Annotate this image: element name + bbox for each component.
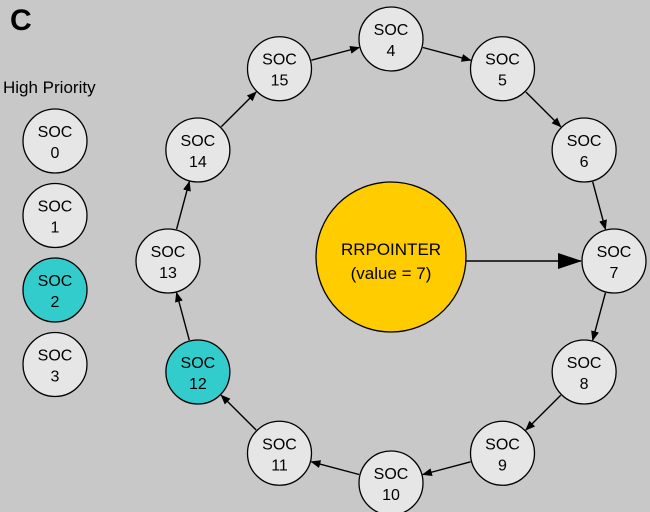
ring-node-4: SOC 4 — [358, 6, 424, 72]
ring-node-10: SOC 10 — [358, 450, 424, 512]
ring-node-11: SOC 11 — [246, 420, 313, 486]
ring-node-14: SOC 14 — [165, 117, 231, 183]
node-circle — [358, 6, 424, 72]
node-label: SOC — [38, 348, 73, 365]
node-circle — [246, 420, 313, 486]
node-circle — [551, 339, 617, 405]
node-label: SOC — [262, 52, 297, 69]
node-circle — [165, 339, 231, 405]
pointer-circle — [315, 181, 467, 333]
ring-arrow — [175, 291, 190, 341]
node-number: 13 — [159, 265, 177, 282]
node-number: 9 — [498, 457, 507, 474]
node-number: 15 — [271, 73, 289, 90]
node-circle — [22, 108, 88, 174]
node-label: SOC — [151, 244, 186, 261]
node-label: SOC — [567, 133, 602, 150]
high-priority-label: High Priority — [3, 78, 96, 97]
ring-node-8: SOC 8 — [551, 339, 617, 405]
pointer-value: (value = 7) — [351, 264, 432, 283]
node-label: SOC — [181, 355, 216, 372]
ring-arrow — [220, 91, 257, 128]
node-circle — [135, 228, 201, 294]
node-number: 8 — [580, 376, 589, 393]
rrpointer: RRPOINTER (value = 7) — [315, 181, 467, 333]
ring-arrow — [421, 461, 471, 477]
node-number: 5 — [498, 73, 507, 90]
node-circle — [165, 117, 231, 183]
node-number: 1 — [51, 220, 60, 237]
priority-node-0: SOC 0 — [22, 108, 88, 174]
priority-node-2: SOC 2 — [22, 257, 88, 323]
ring-arrow — [220, 394, 257, 431]
node-label: SOC — [181, 133, 216, 150]
node-number: 14 — [189, 154, 207, 171]
ring-node-6: SOC 6 — [551, 117, 617, 183]
ring-arrow — [175, 180, 191, 230]
node-label: SOC — [262, 436, 297, 453]
priority-node-3: SOC 3 — [22, 331, 88, 398]
node-circle — [469, 420, 536, 486]
node-circle — [469, 36, 536, 102]
node-number: 2 — [51, 294, 60, 311]
ring-node-13: SOC 13 — [135, 228, 201, 294]
ring-arrow — [591, 292, 607, 342]
node-circle — [581, 228, 647, 294]
node-number: 7 — [610, 265, 619, 282]
ring-node-5: SOC 5 — [469, 36, 536, 102]
pointer-title: RRPOINTER — [341, 240, 441, 259]
node-label: SOC — [374, 466, 409, 483]
node-label: SOC — [374, 22, 409, 39]
node-label: SOC — [485, 436, 520, 453]
ring-node-12: SOC 12 — [165, 339, 231, 405]
node-circle — [246, 36, 313, 102]
node-circle — [358, 450, 424, 512]
node-label: SOC — [485, 52, 520, 69]
node-circle — [551, 117, 617, 183]
node-label: SOC — [567, 355, 602, 372]
ring-node-15: SOC 15 — [246, 36, 313, 102]
node-circle — [22, 182, 88, 249]
node-number: 6 — [580, 154, 589, 171]
node-circle — [22, 257, 88, 323]
ring-arrow — [525, 394, 562, 431]
node-number: 4 — [387, 43, 396, 60]
node-number: 3 — [51, 369, 60, 386]
ring-arrow — [311, 45, 361, 61]
panel-label: C — [10, 4, 32, 37]
ring-arrow — [525, 91, 562, 128]
ring-arrow — [310, 460, 360, 476]
node-number: 10 — [382, 487, 400, 504]
node-label: SOC — [38, 124, 73, 141]
node-number: 11 — [271, 457, 288, 474]
ring-node-7: SOC 7 — [581, 228, 647, 294]
node-label: SOC — [597, 244, 632, 261]
node-circle — [22, 331, 88, 398]
priority-node-1: SOC 1 — [22, 182, 88, 249]
node-label: SOC — [38, 273, 73, 290]
node-number: 0 — [51, 145, 60, 162]
node-label: SOC — [38, 199, 73, 216]
ring-node-9: SOC 9 — [469, 420, 536, 486]
ring-arrow — [422, 46, 472, 62]
ring-arrow — [592, 181, 607, 231]
node-number: 12 — [189, 376, 207, 393]
